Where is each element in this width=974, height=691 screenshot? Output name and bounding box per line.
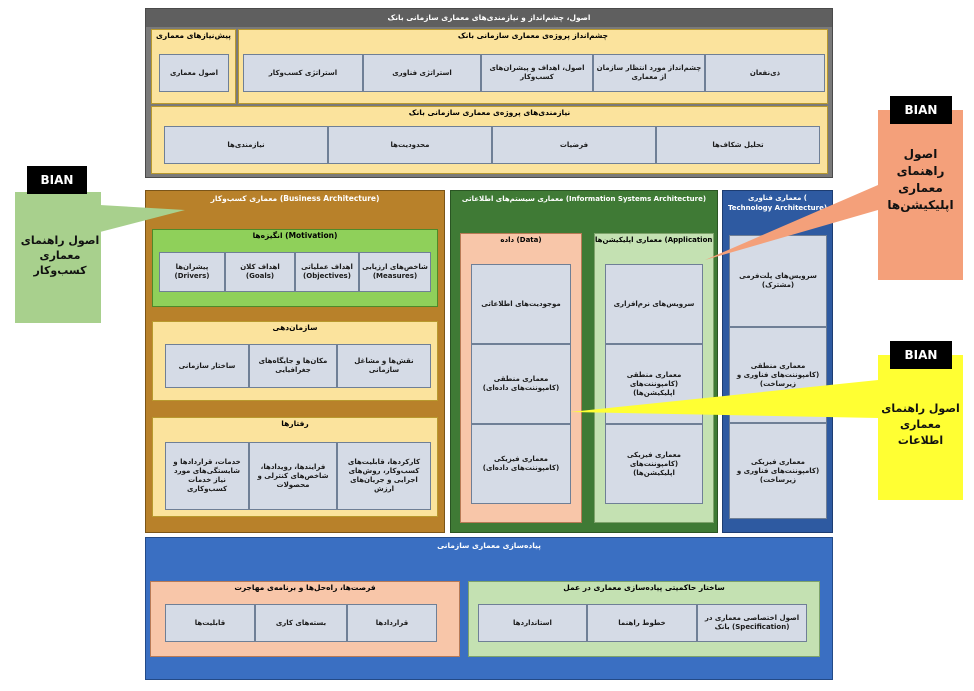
vision-item-expected-vision: چشم‌انداز مورد انتظار سازمان از معماری	[593, 54, 705, 92]
behaviors-item-processes: فرایندها، رویدادها، شاخص‌های کنترلی و مح…	[249, 442, 337, 510]
requirements-panel: نیازمندی‌های پروژه‌ی معماری سازمانی بانک…	[151, 106, 828, 174]
vision-title: چشم‌انداز پروژه‌ی معماری سازمانی بانک	[457, 31, 609, 40]
callout-business-box	[15, 192, 101, 323]
requirements-item-constraints: محدودیت‌ها	[328, 126, 492, 164]
governance-item-guidelines: خطوط راهنما	[587, 604, 697, 642]
requirements-title: نیازمندی‌های پروژه‌ی معماری سازمانی بانک	[408, 108, 571, 117]
behaviors-item-services: خدمات، قراردادها و شایستگی‌های مورد نیاز…	[165, 442, 249, 510]
vision-item-tech-strategy: استراتژی فناوری	[363, 54, 481, 92]
vision-item-business-strategy: استراتژی کسب‌وکار	[243, 54, 363, 92]
data-item-entities: موجودیت‌های اطلاعاتی	[471, 264, 571, 344]
implementation-title: پیاده‌سازی معماری سازمانی	[437, 541, 541, 550]
callout-information-text: اصول راهنمای معماری اطلاعات	[881, 402, 960, 447]
governance-panel: ساختار حاکمیتی پیاده‌سازی معماری در عمل …	[468, 581, 820, 657]
behaviors-item-functions: کارکردها، قابلیت‌های کسب‌وکار، روش‌های ا…	[337, 442, 431, 510]
application-panel: معماری اپلیکیشن‌ها (Application) سرویس‌ه…	[594, 233, 714, 523]
technology-item-platform-services: سرویس‌های پلت‌فرمی (مشترک)	[729, 235, 827, 327]
governance-title: ساختار حاکمیتی پیاده‌سازی معماری در عمل	[563, 583, 725, 592]
organization-item-structure: ساختار سازمانی	[165, 344, 249, 388]
top-section: اصول، چشم‌انداز و نیازمندی‌های معماری سا…	[145, 8, 833, 178]
callout-application-box	[878, 110, 963, 280]
callout-business-text: اصول راهنمای معماری کسب‌وکار	[20, 233, 100, 277]
prereq-title: پیش‌نیازهای معماری	[156, 31, 231, 40]
organization-item-roles: نقش‌ها و مشاغل سازمانی	[337, 344, 431, 388]
info-systems-panel: معماری سیستم‌های اطلاعاتی (Information S…	[450, 190, 718, 533]
motivation-item-objectives: اهداف عملیاتی (Objectives)	[295, 252, 359, 292]
vision-panel: چشم‌انداز پروژه‌ی معماری سازمانی بانک ذی…	[238, 29, 828, 104]
callout-information-badge: BIAN	[890, 341, 952, 369]
requirements-item-gap-analysis: تحلیل شکاف‌ها	[656, 126, 820, 164]
top-section-title: اصول، چشم‌انداز و نیازمندی‌های معماری سا…	[146, 9, 832, 27]
business-architecture-title: معماری کسب‌وکار (Business Architecture)	[210, 194, 380, 203]
behaviors-title: رفتارها	[281, 419, 309, 428]
motivation-panel: انگیزه‌ها (Motivation) شاخص‌های ارزیابی …	[152, 229, 438, 307]
motivation-item-drivers: پیشران‌ها (Drivers)	[159, 252, 225, 292]
organization-item-locations: مکان‌ها و جایگاه‌های جغرافیایی	[249, 344, 337, 388]
motivation-title: انگیزه‌ها (Motivation)	[252, 231, 338, 240]
implementation-panel: پیاده‌سازی معماری سازمانی ساختار حاکمیتی…	[145, 537, 833, 680]
application-title: معماری اپلیکیشن‌ها (Application)	[595, 236, 713, 244]
business-architecture-panel: معماری کسب‌وکار (Business Architecture) …	[145, 190, 445, 533]
governance-item-specification: اصول اختصاصی معماری در بانک (Specificati…	[697, 604, 807, 642]
behaviors-panel: رفتارها کارکردها، قابلیت‌های کسب‌وکار، ر…	[152, 417, 438, 517]
technology-item-physical: معماری فیزیکی (کامپوننت‌های فناوری و زیر…	[729, 423, 827, 519]
technology-title: معماری فناوری ( Technology Architecture)	[727, 194, 828, 212]
prereq-panel: پیش‌نیازهای معماری اصول معماری	[151, 29, 236, 104]
vision-item-stakeholders: ذی‌نفعان	[705, 54, 825, 92]
opportunities-item-capabilities: قابلیت‌ها	[165, 604, 255, 642]
application-item-physical: معماری فیزیکی (کامپوننت‌های اپلیکیشن‌ها)	[605, 424, 703, 504]
technology-panel: معماری فناوری ( Technology Architecture)…	[722, 190, 833, 533]
callout-application-text: اصول راهنمای معماری اپلیکیشن‌ها	[887, 147, 954, 212]
data-panel: داده (Data) موجودیت‌های اطلاعاتی معماری …	[460, 233, 582, 523]
callout-information-box	[878, 355, 963, 500]
motivation-item-measures: شاخص‌های ارزیابی (Measures)	[359, 252, 431, 292]
motivation-item-goals: اهداف کلان (Goals)	[225, 252, 295, 292]
opportunities-title: فرصت‌ها، راه‌حل‌ها و برنامه‌ی مهاجرت	[234, 583, 376, 592]
data-title: داده (Data)	[500, 236, 542, 244]
organization-title: سازمان‌دهی	[272, 323, 318, 332]
requirements-item-requirements: نیازمندی‌ها	[164, 126, 328, 164]
data-item-logical: معماری منطقی (کامپوننت‌های داده‌ای)	[471, 344, 571, 424]
vision-item-principles-goals: اصول، اهداف و پیشران‌های کسب‌وکار	[481, 54, 593, 92]
info-systems-title: معماری سیستم‌های اطلاعاتی (Information S…	[461, 195, 707, 203]
technology-item-logical: معماری منطقی (کامپوننت‌های فناوری و زیرس…	[729, 327, 827, 423]
prereq-item: اصول معماری	[159, 54, 229, 92]
data-item-physical: معماری فیزیکی (کامپوننت‌های داده‌ای)	[471, 424, 571, 504]
governance-item-standards: استانداردها	[478, 604, 587, 642]
organization-panel: سازمان‌دهی نقش‌ها و مشاغل سازمانی مکان‌ه…	[152, 321, 438, 401]
opportunities-item-contracts: قراردادها	[347, 604, 437, 642]
callout-application-badge: BIAN	[890, 96, 952, 124]
requirements-item-assumptions: فرضیات	[492, 126, 656, 164]
opportunities-panel: فرصت‌ها، راه‌حل‌ها و برنامه‌ی مهاجرت قرا…	[150, 581, 460, 657]
application-item-logical: معماری منطقی (کامپوننت‌های اپلیکیشن‌ها)	[605, 344, 703, 424]
application-item-software-services: سرویس‌های نرم‌افزاری	[605, 264, 703, 344]
opportunities-item-work-packages: بسته‌های کاری	[255, 604, 347, 642]
callout-business-badge: BIAN	[27, 166, 87, 194]
